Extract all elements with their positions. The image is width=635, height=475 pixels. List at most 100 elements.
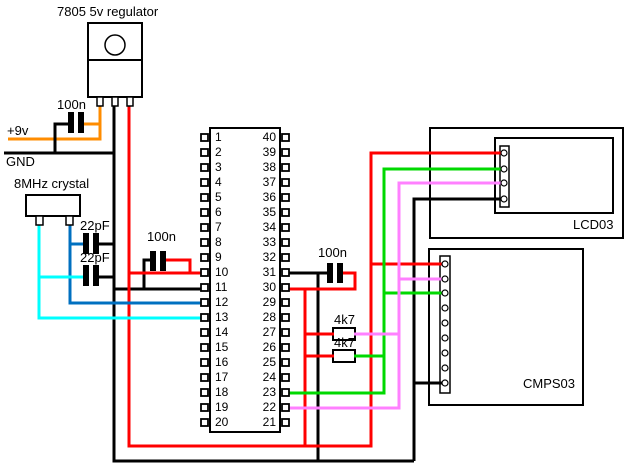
ic-pin-pad-left [200,223,209,232]
lcd03-connector [499,145,510,208]
cmps03-pin [441,289,449,297]
ic-pin-number: 23 [262,385,276,399]
ic-pin-number: 22 [262,400,276,414]
lcd03-pin [500,165,508,173]
ic-pin-pad-left [200,238,209,247]
ic-pin-number: 10 [215,265,229,279]
cap-avcc-plate [327,263,333,283]
cmps03-pin [441,334,449,342]
ic-pin-number: 38 [262,160,276,174]
ic-pin-pad-right [281,268,290,277]
ic-pin-pad-right [281,418,290,427]
ic-pin-pad-left [200,148,209,157]
wire-scl [284,167,504,395]
ic-pin-pad-left [200,418,209,427]
ic-pin-number: 24 [262,370,276,384]
cap-22pf2-plate [83,265,89,286]
ic-pin-number: 28 [262,310,276,324]
ic-pin-number: 39 [262,145,276,159]
lcd03-pin [500,179,508,187]
wire-cap-vcc-gnd-lead [142,258,151,289]
ic-pin-pad-right [281,133,290,142]
lcd03-label: LCD03 [573,217,614,232]
ic-pin-pad-right [281,178,290,187]
ic-pin-number: 26 [262,340,276,354]
ic-pin-number: 9 [215,250,222,264]
res2-label: 4k7 [334,335,355,350]
ic-pin-number: 14 [215,325,229,339]
wire-lcd-gnd [412,197,504,461]
cmps03-pin [441,379,449,387]
ic-pin-pad-right [281,373,290,382]
ic-pin-pad-left [200,388,209,397]
wire-xtal2 [68,224,206,305]
ic-pin-number: 5 [215,190,222,204]
ic-pin-pad-right [281,223,290,232]
ic-pin-number: 18 [215,385,229,399]
ic-pin-pad-left [200,268,209,277]
regulator-pin [96,96,104,107]
ic-pin-pad-right [281,328,290,337]
ic-pin-pad-left [200,313,209,322]
wire-sda [284,181,504,410]
ic-pin-pad-right [281,238,290,247]
plus-9v-label: +9v [7,123,29,138]
cap-22pf1-plate [83,233,89,254]
lcd03-pin [500,195,508,203]
resistor2-body [332,349,356,363]
wire-9v-feed [8,105,102,141]
ic-pin-pad-left [200,208,209,217]
ic-pin-pad-right [281,163,290,172]
cmps03-pin [441,275,449,283]
ic-pin-number: 2 [215,145,222,159]
ic-pin-pad-left [200,178,209,187]
regulator-hole [104,34,126,56]
ic-pin-number: 3 [215,160,222,174]
ic-pin-pad-right [281,253,290,262]
cap-vcc-plate [150,251,156,271]
ic-pin-number: 7 [215,220,222,234]
cap-9v-plate [68,112,74,133]
ic-pin-pad-left [200,328,209,337]
ic-pin-number: 32 [262,250,276,264]
ic-pin-number: 15 [215,340,229,354]
cmps03-label: CMPS03 [523,376,576,391]
ic-pin-number: 12 [215,295,229,309]
crystal-label: 8MHz crystal [14,176,90,191]
res1-label: 4k7 [334,312,355,327]
ic-pin-pad-right [281,358,290,367]
wire-pin30-avcc [284,271,357,291]
cap-22pf1-plate [93,233,99,254]
cap-9v-plate [78,112,84,133]
cmps03-pin [441,364,449,372]
cap-avcc-label: 100n [318,245,347,260]
ic-pin-number: 16 [215,355,229,369]
wire-xtal1 [37,224,206,320]
ic-pin-number: 6 [215,205,222,219]
ic-pin-pad-right [281,208,290,217]
cmps03-outer-box [428,248,584,406]
ic-pin-pad-left [200,133,209,142]
ic-pin-number: 13 [215,310,229,324]
lcd03-pin [500,149,508,157]
ic-pin-number: 35 [262,205,276,219]
regulator-label: 7805 5v regulator [57,4,159,19]
ic-pin-pad-left [200,403,209,412]
cmps03-pin [441,319,449,327]
ic-pin-pad-left [200,283,209,292]
ic-pin-number: 30 [262,280,276,294]
ic-pin-number: 4 [215,175,222,189]
ic-pin-number: 37 [262,175,276,189]
cap-avcc-plate [337,263,343,283]
cap-vcc-plate [160,251,166,271]
wire-5v-main [127,105,504,448]
ic-pin-pad-right [281,148,290,157]
wire-cap-vcc-5v-lead [165,258,192,273]
ic-pin-number: 1 [215,130,222,144]
lcd03-inner-box [494,137,614,214]
cap-vcc-label: 100n [147,229,176,244]
ic-pin-pad-left [200,343,209,352]
ic-pin-pad-right [281,343,290,352]
